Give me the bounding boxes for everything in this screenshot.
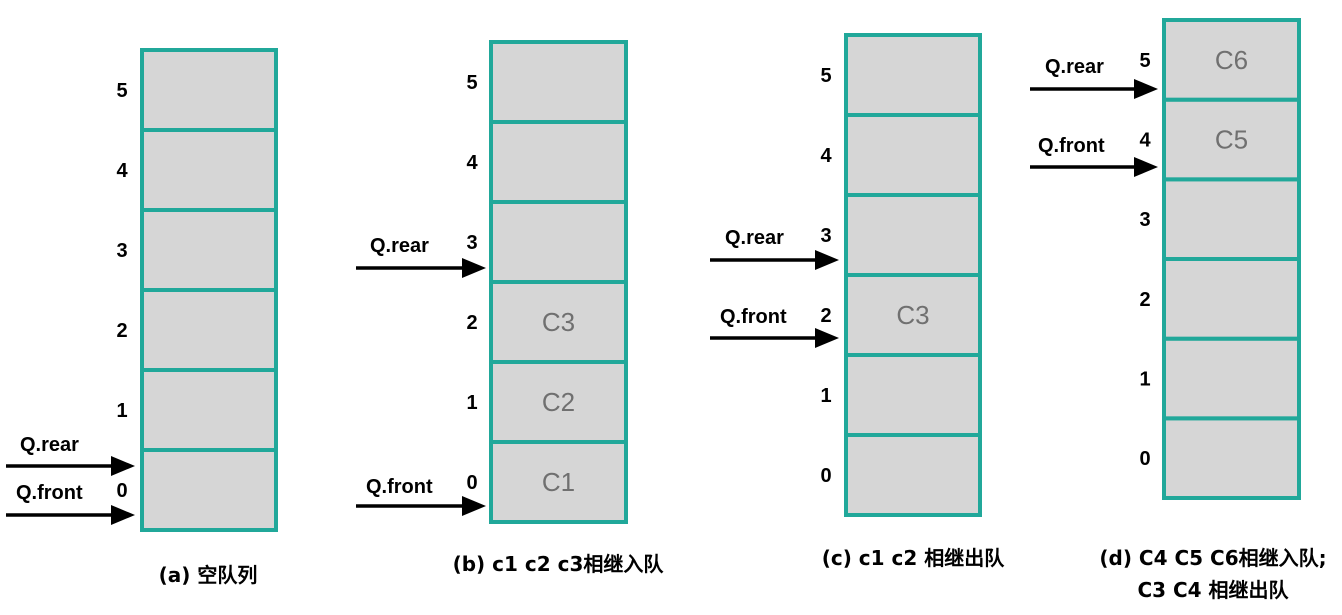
cell-index-label: 2 bbox=[1139, 289, 1150, 311]
pointer-label: Q.rear bbox=[20, 434, 79, 456]
cell-value: C1 bbox=[542, 467, 575, 497]
queue-cell bbox=[1162, 177, 1301, 261]
cell-value: C3 bbox=[542, 307, 575, 337]
cell-index-label: 2 bbox=[466, 312, 477, 334]
cell-value: C6 bbox=[1215, 45, 1248, 75]
cell-index-label: 4 bbox=[466, 152, 478, 174]
queue-cell bbox=[1162, 97, 1301, 182]
cell-index-label: 1 bbox=[466, 392, 477, 414]
queue-cell bbox=[844, 33, 982, 117]
queue-cell bbox=[844, 353, 982, 437]
cell-value: C2 bbox=[542, 387, 575, 417]
pointer-label: Q.front bbox=[720, 306, 787, 328]
queue-cell bbox=[489, 200, 628, 284]
queue-cell bbox=[140, 208, 278, 292]
cell-index-label: 1 bbox=[116, 400, 127, 422]
cell-index-label: 0 bbox=[1139, 448, 1150, 470]
arrow-head-icon bbox=[111, 505, 135, 525]
cell-value: C3 bbox=[896, 300, 929, 330]
cell-index-label: 2 bbox=[116, 320, 127, 342]
cell-index-label: 3 bbox=[466, 232, 477, 254]
panel-caption: C3 C4 相继出队 bbox=[1137, 578, 1289, 602]
queue-cell bbox=[1162, 336, 1301, 421]
queue-cell bbox=[844, 433, 982, 517]
queue-cell bbox=[140, 448, 278, 532]
cell-index-label: 0 bbox=[820, 465, 831, 487]
queue-cell bbox=[489, 40, 628, 124]
cell-index-label: 2 bbox=[820, 305, 831, 327]
queue-cell bbox=[140, 128, 278, 212]
cell-index-label: 4 bbox=[116, 160, 128, 182]
cell-index-label: 3 bbox=[820, 225, 831, 247]
cell-index-label: 1 bbox=[1139, 369, 1150, 391]
pointer-label: Q.front bbox=[366, 476, 433, 498]
panel-caption: (d) C4 C5 C6相继入队; bbox=[1099, 546, 1326, 570]
queue-cell bbox=[844, 273, 982, 357]
queue-cell bbox=[489, 440, 628, 524]
panel-caption: (c) c1 c2 相继出队 bbox=[822, 546, 1006, 570]
pointer-label: Q.rear bbox=[1045, 56, 1104, 78]
cell-index-label: 0 bbox=[116, 480, 127, 502]
queue-cell bbox=[140, 48, 278, 132]
pointer-label: Q.rear bbox=[370, 235, 429, 257]
cell-index-label: 5 bbox=[466, 72, 477, 94]
arrow-head-icon bbox=[1134, 79, 1158, 99]
queue-cell bbox=[1162, 257, 1301, 341]
arrow-head-icon bbox=[462, 496, 486, 516]
pointer-label: Q.front bbox=[1038, 135, 1105, 157]
cell-index-label: 1 bbox=[820, 385, 831, 407]
panel-caption: (b) c1 c2 c3相继入队 bbox=[453, 552, 665, 576]
arrow-head-icon bbox=[815, 250, 839, 270]
panel-caption: (a) 空队列 bbox=[159, 563, 258, 587]
cell-index-label: 5 bbox=[820, 65, 831, 87]
cell-index-label: 0 bbox=[466, 472, 477, 494]
arrow-head-icon bbox=[462, 258, 486, 278]
cell-index-label: 5 bbox=[116, 80, 127, 102]
cell-index-label: 3 bbox=[116, 240, 127, 262]
cell-index-label: 4 bbox=[820, 145, 832, 167]
cell-value: C5 bbox=[1215, 125, 1248, 155]
arrow-head-icon bbox=[815, 328, 839, 348]
arrow-head-icon bbox=[1134, 157, 1158, 177]
cell-index-label: 3 bbox=[1139, 209, 1150, 231]
queue-cell bbox=[489, 280, 628, 364]
queue-cell bbox=[844, 193, 982, 277]
queue-cell bbox=[489, 120, 628, 204]
queue-cell bbox=[140, 288, 278, 372]
pointer-label: Q.rear bbox=[725, 227, 784, 249]
pointer-label: Q.front bbox=[16, 482, 83, 504]
queue-cell bbox=[1162, 18, 1301, 102]
cell-index-label: 4 bbox=[1139, 130, 1151, 152]
cell-index-label: 5 bbox=[1139, 50, 1150, 72]
queue-cell bbox=[844, 113, 982, 197]
arrow-head-icon bbox=[111, 456, 135, 476]
queue-cell bbox=[1162, 416, 1301, 501]
queue-cell bbox=[140, 368, 278, 452]
